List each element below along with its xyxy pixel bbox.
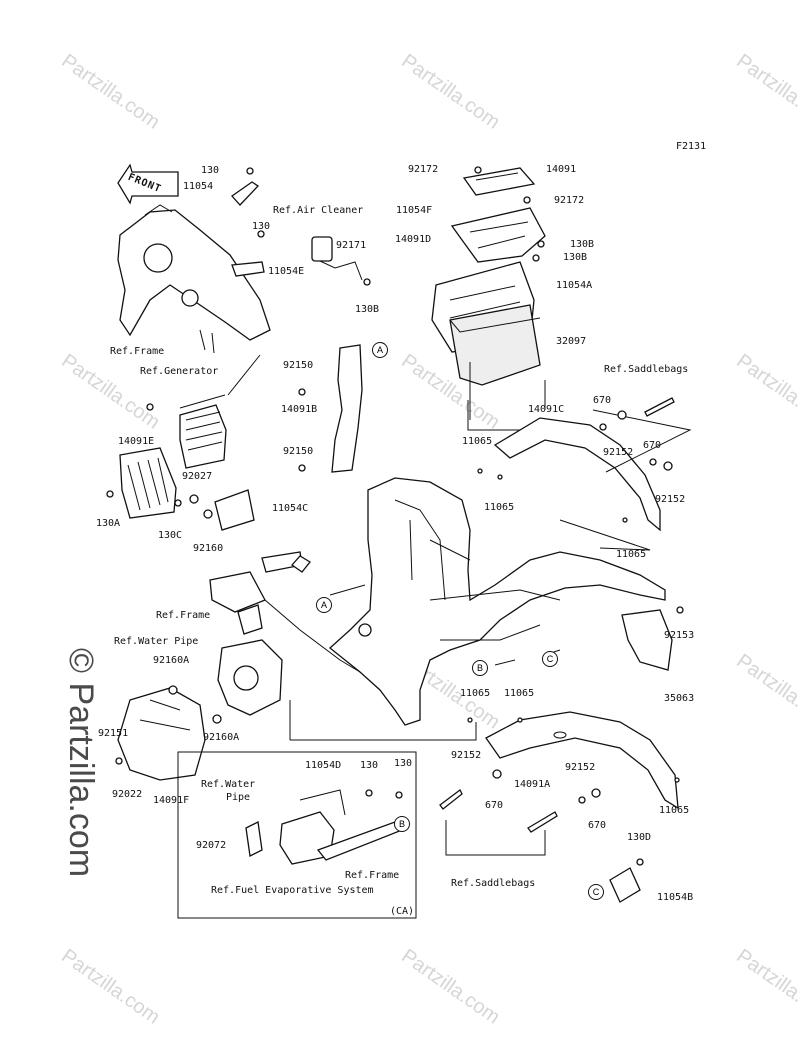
part-label: 11054A — [556, 280, 593, 291]
part-label: 130 — [252, 221, 271, 232]
part-label: 14091B — [281, 404, 318, 415]
part-label: 130 — [360, 760, 379, 771]
part-label: 92152 — [603, 447, 634, 458]
regulator-part — [179, 404, 227, 469]
part-label: 130C — [158, 530, 183, 541]
water-pump-part — [217, 639, 283, 716]
part-label: 92160A — [203, 732, 240, 743]
part-label: 11065 — [616, 549, 647, 560]
hose-92072 — [245, 821, 263, 857]
bolt — [439, 789, 463, 810]
rear-fender-14091a — [485, 711, 679, 810]
callout-a: A — [372, 342, 388, 358]
battery-cover-14091 — [462, 167, 536, 196]
part-label: 92153 — [664, 630, 695, 641]
bolt — [644, 397, 675, 417]
cover-14091e — [119, 447, 177, 519]
part-label: 92160A — [153, 655, 190, 666]
bracket-35063 — [621, 609, 673, 671]
bracket-11054c — [214, 489, 255, 531]
part-label: 11054C — [272, 503, 309, 514]
part-label: 670 — [588, 820, 607, 831]
part-label: 130B — [563, 252, 588, 263]
bracket-11054 — [231, 181, 260, 206]
part-label: 14091F — [153, 795, 190, 806]
part-label: 670 — [643, 440, 662, 451]
part-label: 92152 — [451, 750, 482, 761]
part-label: 92022 — [112, 789, 143, 800]
part-label: 670 — [485, 800, 504, 811]
battery-32097 — [449, 304, 541, 386]
part-label: 92160 — [193, 543, 224, 554]
ref-label: Ref.Air Cleaner — [273, 205, 364, 216]
part-label: 32097 — [556, 336, 587, 347]
part-label: 11065 — [659, 805, 690, 816]
part-label: 670 — [593, 395, 612, 406]
part-label: 92171 — [336, 240, 367, 251]
part-label: 92172 — [408, 164, 439, 175]
ref-label: Ref.Water — [201, 779, 256, 790]
part-label: 14091A — [514, 779, 551, 790]
main-frame-part — [209, 477, 666, 726]
callout-c: C — [542, 651, 558, 667]
battery-tray-14091d — [450, 207, 546, 263]
callout-b: B — [472, 660, 488, 676]
callout-b: B — [394, 816, 410, 832]
ref-label: Ref.Fuel Evaporative System — [211, 885, 374, 896]
part-label: 11065 — [484, 502, 515, 513]
part-label: 35063 — [664, 693, 695, 704]
part-label: 11054D — [305, 760, 342, 771]
callout-a: A — [316, 597, 332, 613]
part-label: 92151 — [98, 728, 129, 739]
ref-label: Ref.Saddlebags — [604, 364, 689, 375]
part-label: 14091 — [546, 164, 577, 175]
cover-14091f — [117, 687, 206, 781]
part-label: 14091D — [395, 234, 432, 245]
part-label: 92152 — [565, 762, 596, 773]
part-label: 92150 — [283, 446, 314, 457]
part-label: 92152 — [655, 494, 686, 505]
part-label: 130B — [355, 304, 380, 315]
front-frame-part — [117, 204, 271, 354]
part-label: 11054F — [396, 205, 433, 216]
part-label: 11054E — [268, 266, 305, 277]
ref-label: Ref.Frame — [110, 346, 165, 357]
region-label: (CA) — [390, 906, 415, 917]
ref-label: Ref.Frame — [345, 870, 400, 881]
part-label: 11054B — [657, 892, 694, 903]
part-label: 11065 — [460, 688, 491, 699]
part-label: 14091E — [118, 436, 155, 447]
ref-label: Ref.Water Pipe — [114, 636, 199, 647]
bracket-11054b — [609, 867, 641, 903]
part-label: 130D — [627, 832, 652, 843]
side-cover-14091b — [331, 344, 363, 473]
part-label: 11054 — [183, 181, 214, 192]
part-label: 92150 — [283, 360, 314, 371]
bolt — [527, 811, 558, 833]
part-label: 11065 — [462, 436, 493, 447]
canister-part — [279, 789, 404, 865]
ref-label: Ref.Generator — [140, 366, 219, 377]
ref-label: Ref.Frame — [156, 610, 211, 621]
ref-label: Ref.Saddlebags — [451, 878, 536, 889]
part-label: 92072 — [196, 840, 227, 851]
diagram-code: F2131 — [676, 141, 707, 152]
part-label: 14091C — [528, 404, 565, 415]
part-label: 130 — [201, 165, 220, 176]
callout-c: C — [588, 884, 604, 900]
part-label: 130 — [394, 758, 413, 769]
part-label: 130A — [96, 518, 121, 529]
ref-label: Pipe — [226, 792, 251, 803]
rear-fender-14091c — [493, 417, 661, 532]
part-label: 130B — [570, 239, 595, 250]
front-arrow-icon — [117, 163, 179, 205]
bracket-11054e — [231, 261, 265, 277]
part-label: 92172 — [554, 195, 585, 206]
part-label: 11065 — [504, 688, 535, 699]
sensor-92171 — [311, 236, 363, 281]
part-label: 92027 — [182, 471, 213, 482]
